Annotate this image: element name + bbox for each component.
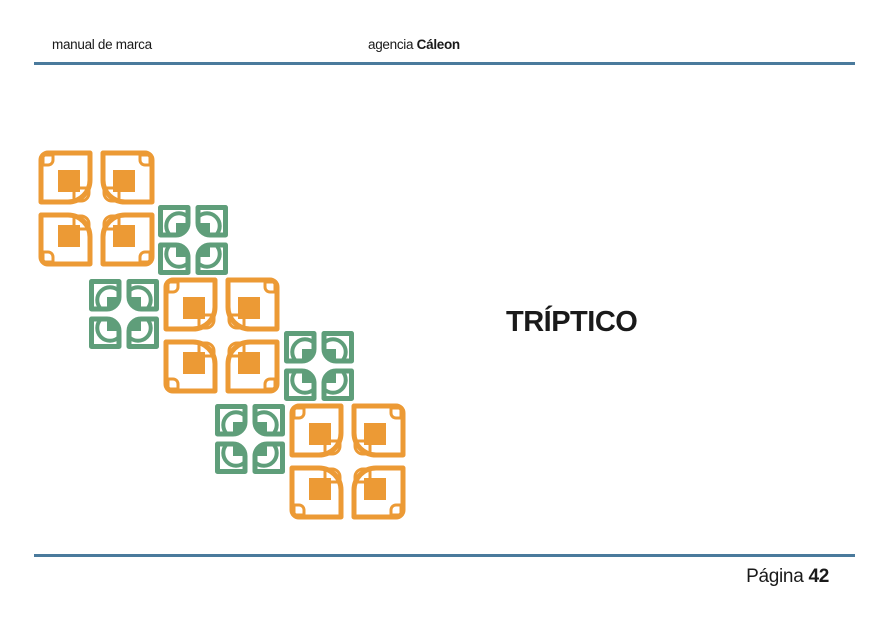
green-tile	[287, 334, 352, 399]
agency-prefix: agencia	[368, 37, 414, 52]
agency-name: Cáleon	[416, 37, 461, 52]
footer-rule	[34, 554, 855, 557]
page-number: Página 42	[746, 566, 829, 588]
green-tile	[161, 208, 226, 273]
header-rule	[34, 62, 855, 65]
document-label: manual de marca	[52, 37, 152, 52]
page-number-value: 42	[808, 566, 829, 587]
orange-tile	[166, 280, 277, 391]
page-label: Página	[746, 566, 804, 587]
orange-tile	[292, 406, 403, 517]
orange-tile	[41, 153, 152, 264]
section-title: TRÍPTICO	[506, 306, 638, 338]
green-tile	[218, 407, 283, 472]
agency-label: agencia Cáleon	[368, 37, 460, 52]
green-tile	[92, 282, 157, 347]
